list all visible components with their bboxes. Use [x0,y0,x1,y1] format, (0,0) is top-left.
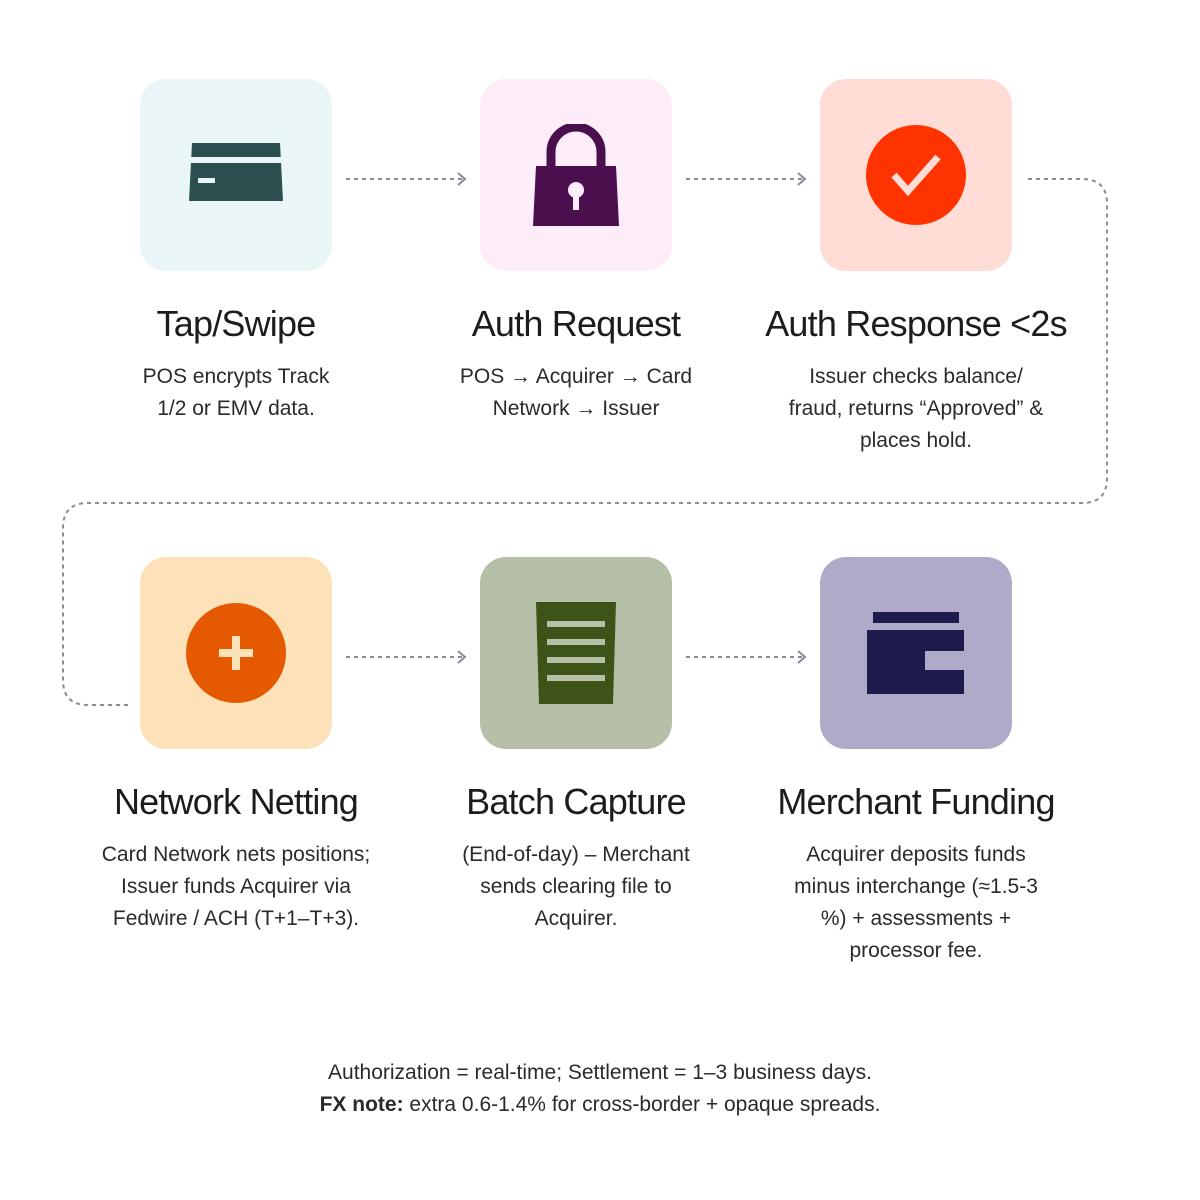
step-title-auth-request: Auth Request [471,303,681,344]
step-title-merchant-funding: Merchant Funding [777,781,1055,822]
step-title-batch-capture: Batch Capture [466,781,687,822]
plus-icon [186,603,286,703]
tile-network-netting [140,557,332,749]
step-desc-auth-response: Issuer checks balance/ fraud, returns “A… [788,365,1044,452]
tile-tap-swipe [140,79,332,271]
document-icon [536,602,616,704]
step-desc-auth-request: POS → Acquirer → Card Network → Issuer [459,365,693,420]
step-desc-network-netting: Card Network nets positions; Issuer fund… [101,843,371,930]
tile-auth-request [480,79,672,271]
arrowhead-5-6 [797,650,807,664]
footer-fx-line: FX note: extra 0.6-1.4% for cross-border… [0,1089,1200,1121]
tile-merchant-funding [820,557,1012,749]
credit-card-icon [189,143,283,201]
step-desc-batch-capture: (End-of-day) – Merchant sends clearing f… [462,843,690,930]
arrowhead-2-3 [797,172,807,186]
padlock-icon [533,124,619,226]
checkmark-icon [866,125,966,225]
fx-note-text: extra 0.6-1.4% for cross-border + opaque… [403,1093,881,1116]
footer-note: Authorization = real-time; Settlement = … [0,1057,1200,1121]
wallet-icon [867,612,964,694]
step-title-tap-swipe: Tap/Swipe [156,303,317,344]
connector-3-4 [62,178,1108,706]
step-title-network-netting: Network Netting [113,781,359,822]
footer-settlement-line: Authorization = real-time; Settlement = … [328,1061,872,1084]
tile-auth-response [820,79,1012,271]
arrowhead-4-5 [457,650,467,664]
step-desc-tap-swipe: POS encrypts Track 1/2 or EMV data. [142,365,330,420]
step-title-auth-response: Auth Response <2s [765,303,1067,344]
step-desc-merchant-funding: Acquirer deposits funds minus interchang… [794,843,1038,962]
tile-batch-capture [480,557,672,749]
arrowhead-1-2 [457,172,467,186]
fx-note-label: FX note: [319,1093,404,1116]
